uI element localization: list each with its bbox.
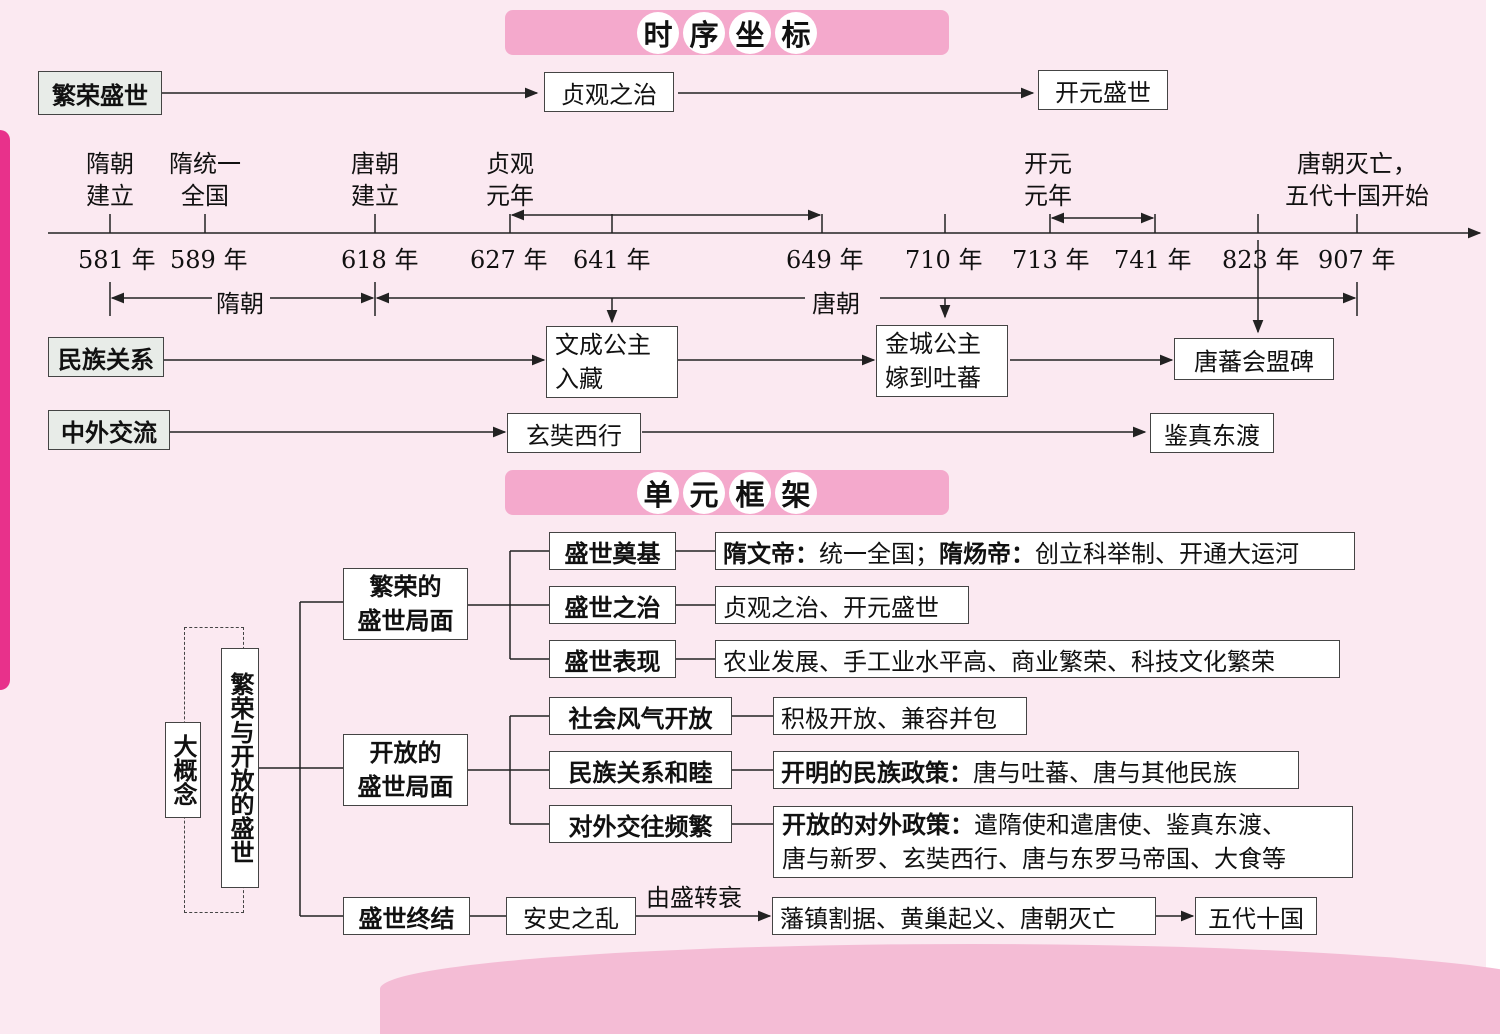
year-label: 907 年 [1318,246,1396,274]
social-openness-detail-box: 积极开放、兼容并包 [773,697,1027,735]
five-dynasties-box: 五代十国 [1195,897,1317,935]
year-label: 581 年 [78,246,156,274]
year-label: 641 年 [573,246,651,274]
theme-box: 繁荣与开放的盛世 [221,648,259,888]
wencheng-princess-box: 文成公主入藏 [546,326,678,398]
timeline-section-banner: 时 序 坐 标 [505,10,949,55]
year-label: 618 年 [341,246,419,274]
jincheng-princess-box: 金城公主嫁到吐蕃 [876,325,1008,397]
foreign-contact-box: 对外交往频繁 [549,805,732,843]
event-label-618: 唐朝建立 [351,150,399,210]
year-label: 589 年 [170,246,248,274]
zhenguan-rule-box: 贞观之治 [544,72,674,112]
banner-char: 序 [683,11,725,54]
banner-char: 元 [683,471,725,514]
manifestation-detail-box: 农业发展、手工业水平高、商业繁荣、科技文化繁荣 [715,640,1340,678]
foreign-exchange-label: 中外交流 [48,410,170,450]
tang-dynasty-label: 唐朝 [812,290,860,318]
year-label: 627 年 [470,246,548,274]
decline-box: 盛世终结 [343,897,470,935]
event-label-589: 隋统一全国 [169,150,241,210]
year-label: 713 年 [1012,246,1090,274]
kaiyuan-prosperity-box: 开元盛世 [1038,70,1168,110]
foreign-contact-detail-box: 开放的对外政策：遣隋使和遣唐使、鉴真东渡、 唐与新罗、玄奘西行、唐与东罗马帝国、… [773,806,1353,878]
governance-detail-box: 贞观之治、开元盛世 [715,586,969,624]
left-decor-strip [0,130,10,690]
banner-char: 架 [775,471,817,514]
anshi-rebellion-box: 安史之乱 [506,897,636,935]
foundation-box: 盛世奠基 [549,532,676,570]
foundation-detail-box: 隋文帝：统一全国；隋炀帝：创立科举制、开通大运河 [715,532,1355,570]
branch-openness-box: 开放的盛世局面 [343,734,468,806]
prosperity-label: 繁荣盛世 [38,71,162,115]
ethnic-harmony-detail-box: 开明的民族政策：唐与吐蕃、唐与其他民族 [773,751,1299,789]
year-label: 823 年 [1222,246,1300,274]
banner-char: 框 [729,471,771,514]
jianzhen-box: 鉴真东渡 [1150,413,1274,453]
year-label: 710 年 [905,246,983,274]
event-label-907: 唐朝灭亡，五代十国开始 [1285,150,1429,210]
ethnic-harmony-box: 民族关系和睦 [549,751,732,789]
banner-char: 时 [637,11,679,54]
sui-dynasty-label: 隋朝 [216,290,264,318]
governance-box: 盛世之治 [549,586,676,624]
manifestation-box: 盛世表现 [549,640,676,678]
banner-char: 单 [637,471,679,514]
event-label-627: 贞观元年 [486,150,534,210]
ethnic-relations-label: 民族关系 [48,337,164,377]
branch-prosperity-box: 繁荣的盛世局面 [343,568,468,640]
banner-char: 坐 [729,11,771,54]
right-edge [1486,0,1500,982]
tang-tibet-alliance-stele-box: 唐蕃会盟碑 [1174,338,1334,380]
connector-lines [48,87,1482,922]
social-openness-box: 社会风气开放 [549,697,732,735]
year-label: 649 年 [786,246,864,274]
banner-char: 标 [775,11,817,54]
event-label-713: 开元元年 [1024,150,1072,210]
year-label: 741 年 [1114,246,1192,274]
xuanzang-box: 玄奘西行 [507,413,641,453]
framework-section-banner: 单 元 框 架 [505,470,949,515]
decline-arrow-label: 由盛转衰 [646,884,742,912]
big-concept-box: 大概念 [165,722,201,818]
event-label-581: 隋朝建立 [86,150,134,210]
decline-consequence-box: 藩镇割据、黄巢起义、唐朝灭亡 [772,897,1156,935]
